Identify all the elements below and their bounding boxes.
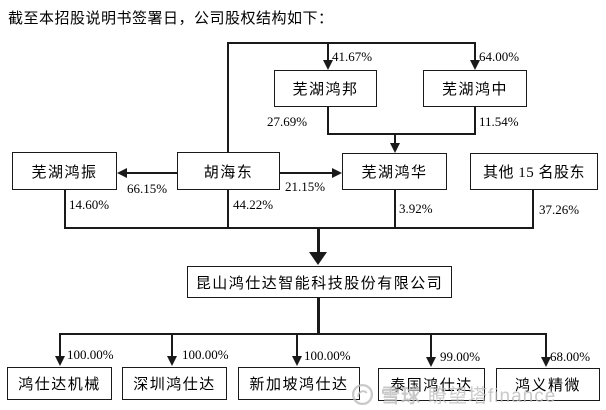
connector-stub-sub5	[545, 333, 547, 358]
node-hu-haidong: 胡海东	[177, 152, 280, 190]
arrowhead-into-honghua-top	[390, 143, 400, 153]
connector-hu-to-honghua	[280, 172, 333, 174]
connector-honghua-down	[394, 190, 396, 228]
node-sub-shenzhen-hongshida: 深圳鸿仕达	[122, 367, 227, 400]
connector-stub-sub2	[171, 333, 173, 357]
node-company-kunshan-hongshida: 昆山鸿仕达智能科技股份有限公司	[187, 266, 452, 298]
node-other-15-shareholders: 其他 15 名股东	[470, 153, 598, 190]
node-label: 深圳鸿仕达	[133, 377, 216, 393]
pct-hu-hongzhong: 64.00%	[479, 49, 520, 64]
node-wuhu-hongzhong: 芜湖鸿中	[423, 70, 527, 107]
pct-hu-honghua: 21.15%	[285, 179, 326, 194]
pct-hu-hongbang: 41.67%	[332, 49, 373, 64]
arrowhead-into-sub4	[426, 357, 436, 367]
connector-stub-sub3	[296, 333, 298, 357]
pct-honghua-company: 3.92%	[399, 201, 433, 216]
connector-bottom-rail	[60, 333, 547, 335]
pct-company-sub3: 100.00%	[304, 348, 351, 363]
node-label: 胡海东	[203, 164, 254, 181]
diagram-title: 截至本招股说明书签署日，公司股权结构如下：	[8, 11, 334, 27]
connector-hu-top-riser	[227, 42, 229, 152]
connector-hu-to-hongzhen	[126, 172, 177, 174]
node-label: 芜湖鸿中	[441, 82, 508, 98]
pct-others-company: 37.26%	[539, 202, 580, 217]
connector-stub-sub4	[430, 333, 432, 358]
node-label: 昆山鸿仕达智能科技股份有限公司	[195, 275, 444, 292]
connector-drop-hongbang	[327, 42, 329, 61]
connector-drop-hongzhong	[474, 42, 476, 61]
connector-mid-rail	[327, 133, 476, 135]
connector-stub-sub1	[59, 333, 61, 357]
node-sub-singapore-hongshida: 新加坡鸿仕达	[238, 367, 360, 400]
node-label: 芜湖鸿邦	[292, 82, 359, 98]
pct-company-sub1: 100.00%	[67, 347, 114, 362]
node-sub-hongshida-jixie: 鸿仕达机械	[7, 367, 112, 400]
connector-company-out-shaft	[317, 298, 320, 334]
connector-hongbang-out	[327, 107, 329, 134]
node-label: 鸿义精微	[514, 378, 581, 394]
node-label: 其他 15 名股东	[482, 165, 585, 181]
arrowhead-into-hongbang	[323, 60, 333, 70]
pct-hongzhong-honghua: 11.54%	[479, 114, 519, 129]
pct-company-sub5: 68.00%	[550, 349, 591, 364]
arrowhead-into-hongzhen	[117, 168, 127, 178]
node-sub-thailand-hongshida: 泰国鸿仕达	[378, 368, 485, 401]
node-wuhu-hongbang: 芜湖鸿邦	[274, 70, 377, 107]
connector-hongzhong-out	[474, 107, 476, 134]
node-label: 泰国鸿仕达	[390, 378, 473, 394]
pct-hongzhen-company: 14.60%	[69, 197, 110, 212]
pct-hongbang-honghua: 27.69%	[267, 114, 308, 129]
arrowhead-into-sub1	[55, 356, 65, 366]
connector-into-company-shaft	[317, 227, 320, 253]
connector-drop-honghua	[394, 133, 396, 144]
pct-hu-company: 44.22%	[233, 197, 274, 212]
arrowhead-into-sub2	[167, 356, 177, 366]
node-label: 芜湖鸿振	[31, 164, 98, 181]
connector-collector-rail	[64, 227, 534, 229]
node-sub-hongyi-jingwei: 鸿义精微	[496, 368, 600, 401]
arrowhead-into-company	[309, 252, 327, 265]
node-wuhu-honghua: 芜湖鸿华	[342, 153, 447, 190]
connector-others-down	[532, 190, 534, 228]
arrowhead-into-sub3	[292, 356, 302, 366]
connector-hongzhen-down	[64, 190, 66, 228]
node-label: 芜湖鸿华	[361, 165, 428, 181]
arrowhead-into-honghua-left	[332, 168, 342, 178]
pct-company-sub2: 100.00%	[182, 347, 229, 362]
node-wuhu-hongzhen: 芜湖鸿振	[12, 152, 117, 190]
node-label: 鸿仕达机械	[18, 377, 101, 393]
arrowhead-into-hongzhong	[470, 60, 480, 70]
connector-top-rail	[227, 42, 476, 44]
arrowhead-into-sub5	[541, 357, 551, 367]
pct-company-sub4: 99.00%	[440, 349, 481, 364]
node-label: 新加坡鸿仕达	[249, 377, 349, 393]
connector-hu-down	[227, 190, 229, 228]
pct-hu-hongzhen: 66.15%	[127, 181, 168, 196]
